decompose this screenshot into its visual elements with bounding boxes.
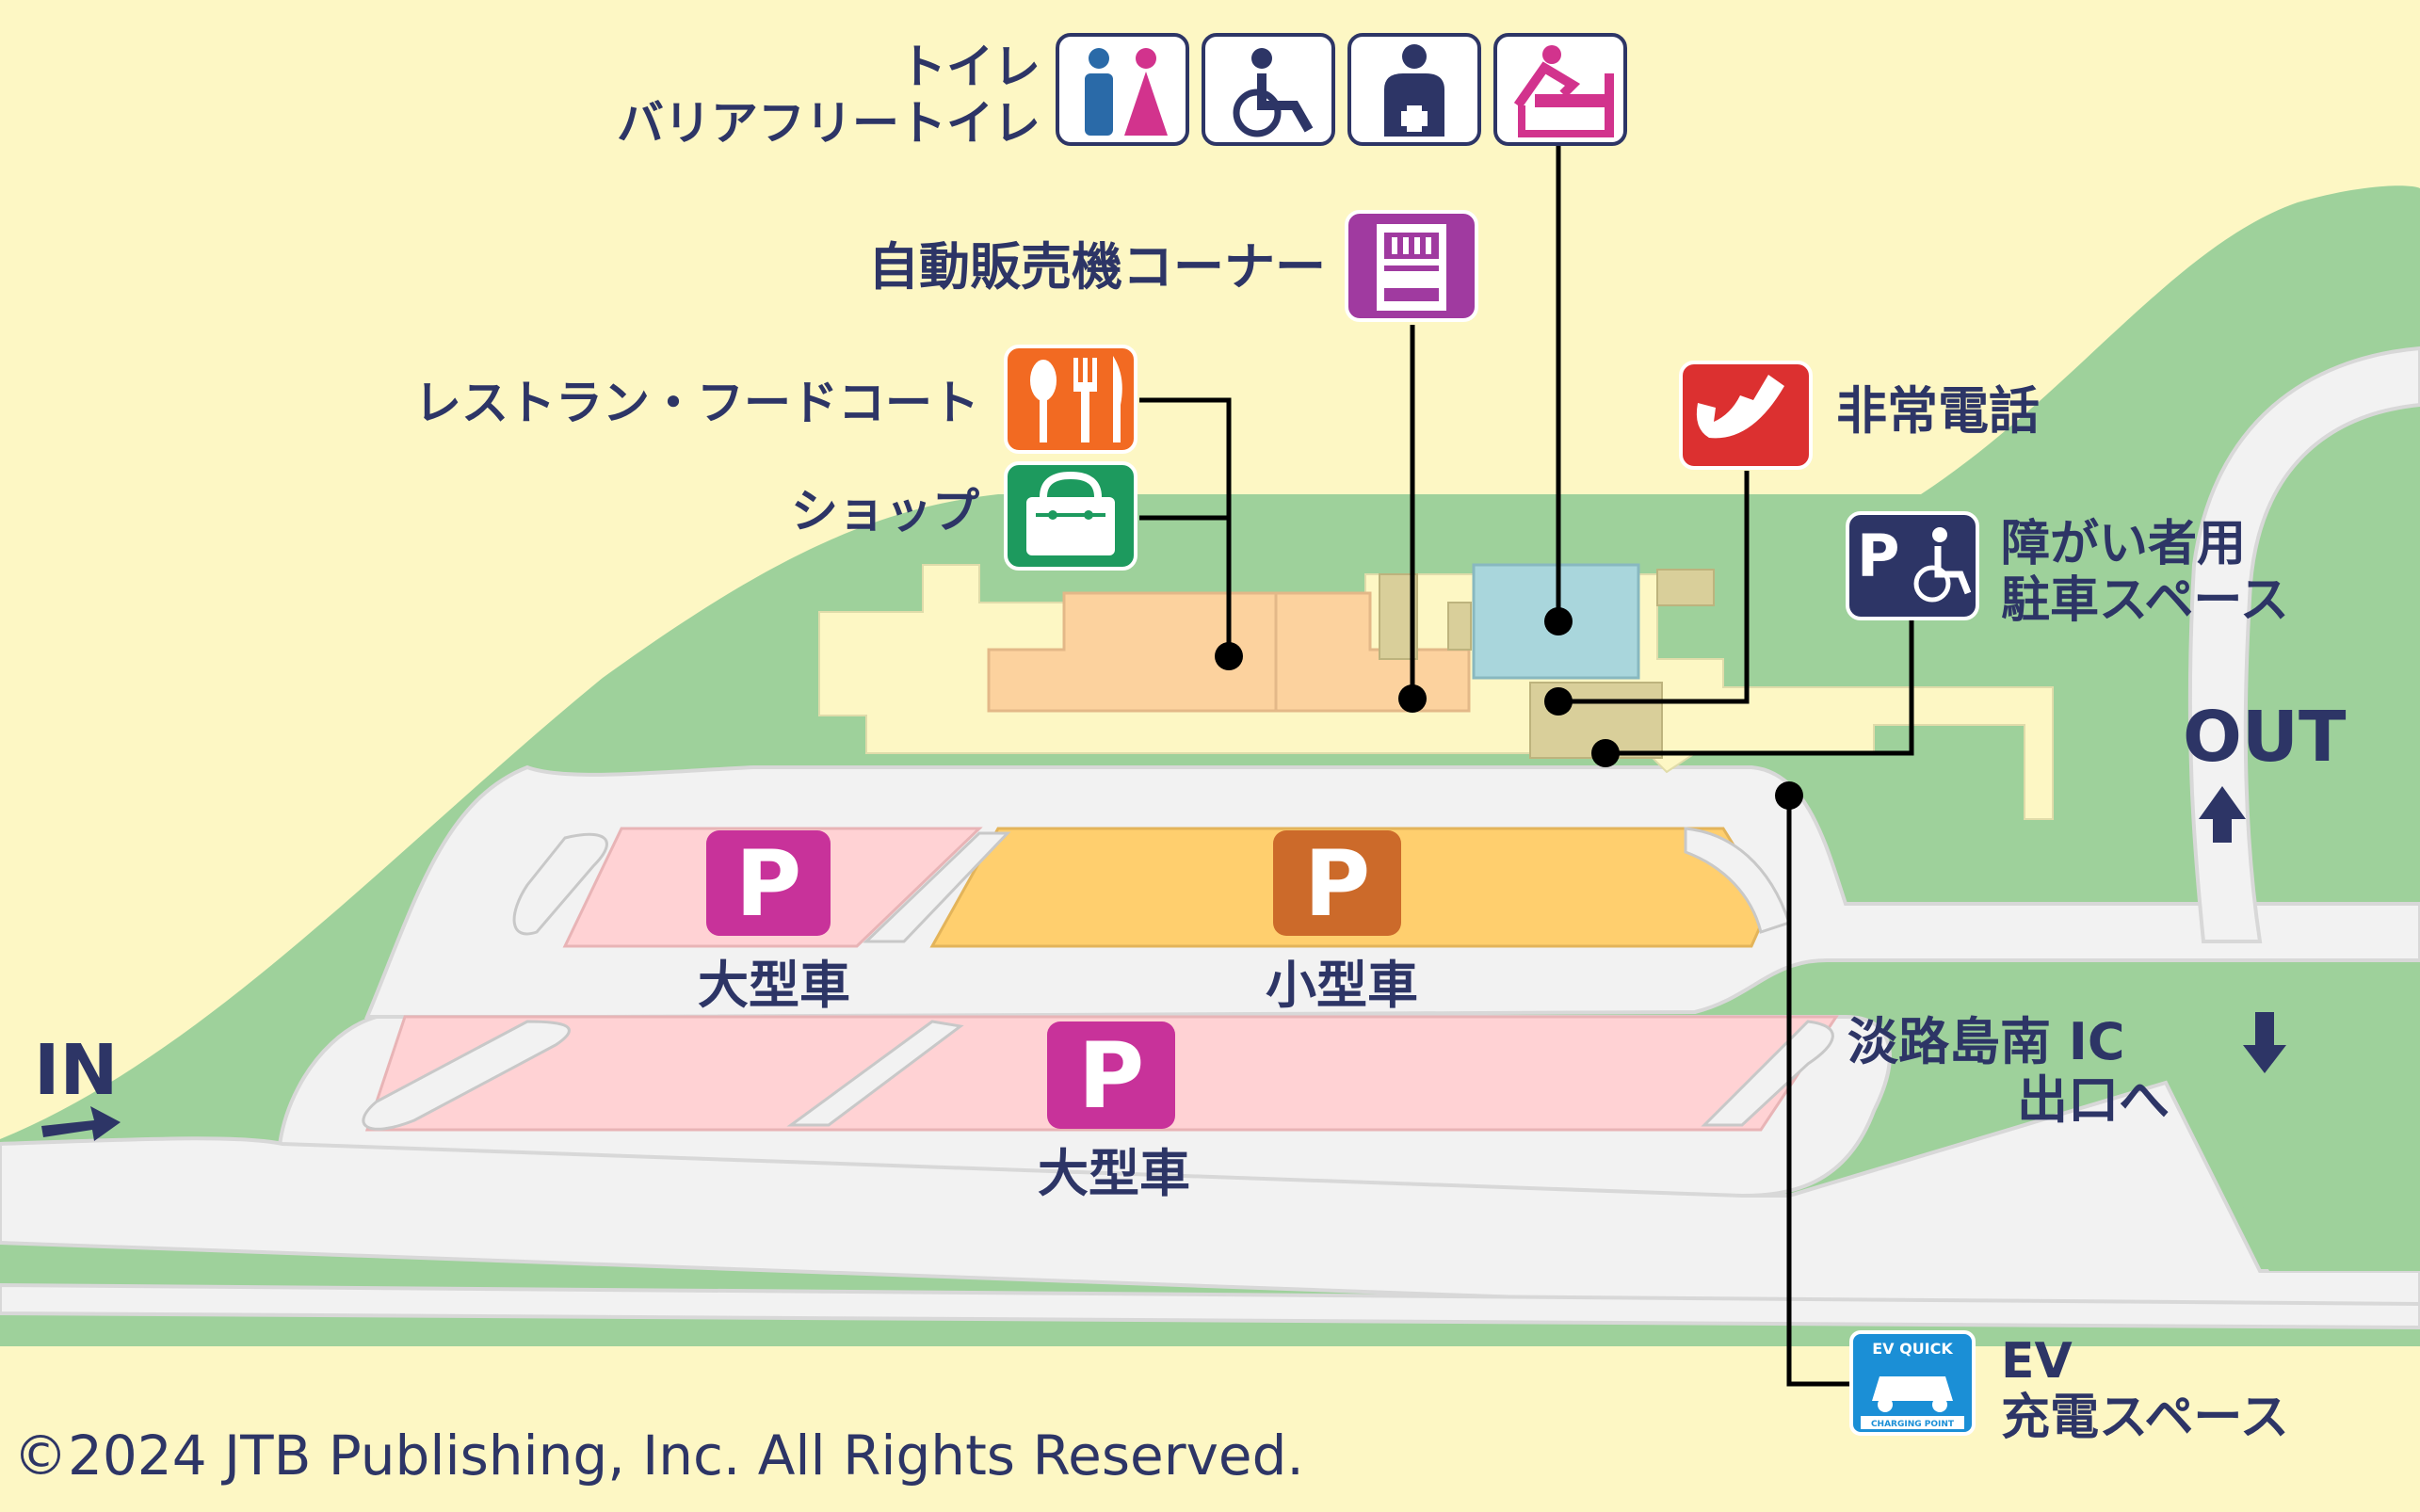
parking-sign-small: P	[1273, 830, 1401, 937]
label-large-lower: 大型車	[1038, 1144, 1190, 1203]
baby-changing-icon	[1493, 33, 1627, 146]
label-accessible-parking-2: 駐車スペース	[2001, 572, 2289, 629]
label-small: 小型車	[1266, 956, 1418, 1015]
label-shop: ショップ	[791, 484, 979, 539]
label-ev-charging: 充電スペース	[2001, 1390, 2289, 1446]
label-in: IN	[34, 1030, 118, 1111]
ev-charging-icon: EV QUICK CHARGING POINT	[1849, 1330, 1976, 1436]
label-large-upper: 大型車	[698, 956, 850, 1015]
toilet-icon	[1056, 33, 1189, 146]
label-vending: 自動販売機コーナー	[868, 237, 1326, 297]
emergency-phone-icon	[1679, 361, 1813, 470]
restaurant-icon	[1004, 345, 1137, 454]
exit-arrow-icon	[2243, 1012, 2286, 1073]
out-arrow-icon	[2199, 786, 2246, 843]
svg-text:P: P	[1304, 831, 1370, 937]
copyright-notice: ©2024 JTB Publishing, Inc. All Rights Re…	[13, 1424, 1304, 1488]
parking-sign-large-lower: P	[1047, 1021, 1175, 1129]
accessible-parking-icon: P	[1846, 511, 1979, 620]
ostomy-toilet-icon	[1347, 33, 1481, 146]
leader-lines	[1139, 141, 1914, 1387]
svg-text:P: P	[735, 831, 801, 937]
shop-icon	[1004, 461, 1137, 571]
leader-dots	[1215, 607, 1803, 810]
parking-islands	[362, 827, 1834, 1131]
wheelchair-toilet-icon	[1202, 33, 1335, 146]
svg-text:EV QUICK: EV QUICK	[1872, 1340, 1953, 1358]
vending-machine-icon	[1345, 210, 1478, 322]
parking-sign-large-upper: P	[706, 830, 831, 937]
svg-text:CHARGING POINT: CHARGING POINT	[1871, 1420, 1955, 1429]
label-out: OUT	[2183, 697, 2347, 778]
label-ev: EV	[2001, 1333, 2073, 1390]
in-arrow-icon	[41, 1106, 121, 1141]
label-emergency-phone: 非常電話	[1836, 381, 2040, 441]
label-exit-ic: 淡路島南 IC	[1847, 1012, 2125, 1071]
label-toilet: トイレ	[899, 40, 1041, 94]
svg-text:P: P	[1078, 1023, 1144, 1129]
label-accessible-parking-1: 障がい者用	[2001, 516, 2246, 572]
label-barrier-free-toilet: バリアフリートイレ	[617, 96, 1041, 151]
label-exit-to: 出口へ	[2017, 1070, 2170, 1130]
label-restaurant: レストラン・フードコート	[414, 376, 979, 430]
svg-text:P: P	[1857, 522, 1899, 590]
